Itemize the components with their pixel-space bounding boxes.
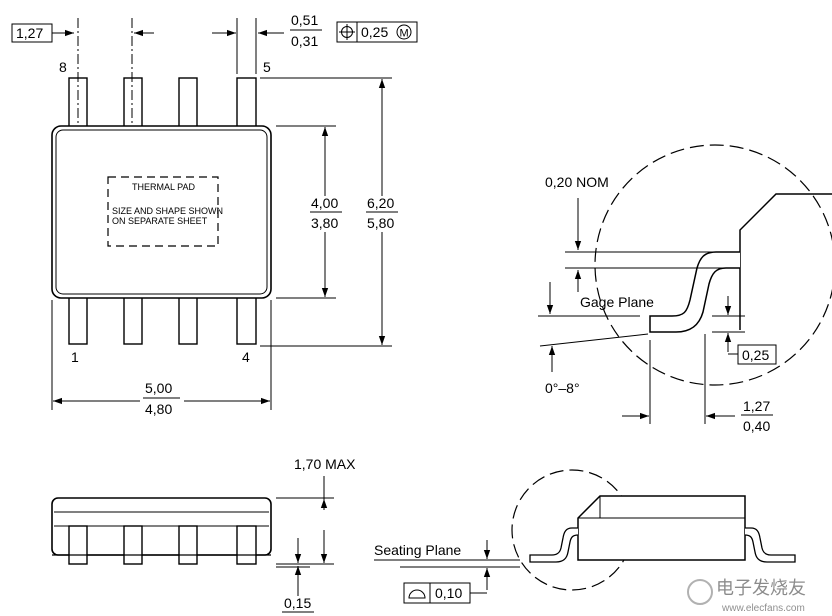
lead-5 <box>236 77 257 129</box>
lead-1 <box>68 296 88 345</box>
body-width-min: 3,80 <box>311 215 338 231</box>
pin-5-label: 5 <box>263 59 271 75</box>
detail-body <box>739 193 832 330</box>
detail-view: 0,20 NOM Gage Plane 0°–8° 0,25 1,27 0,40 <box>538 144 832 434</box>
foot-length-max: 1,27 <box>743 398 770 414</box>
package-body-outline <box>51 125 272 299</box>
lead-width-min: 0,31 <box>291 33 318 49</box>
thermal-pad-outline <box>107 176 219 247</box>
body-length-min: 4,80 <box>145 401 172 417</box>
pin-1-label: 1 <box>71 349 79 365</box>
side-view: 1,70 MAX 0,15 Seating Plane 0,10 <box>51 456 796 613</box>
watermark-logo-icon <box>687 579 713 605</box>
top-view: 1,27 0,51 0,31 0,25 M 8 5 1 4 <box>11 12 418 417</box>
gage-height-value: 0,25 <box>742 347 769 363</box>
lead-3 <box>178 296 198 345</box>
side-lead-2 <box>123 525 143 565</box>
detail-lead <box>649 251 740 333</box>
side-detail-left-lead <box>529 527 579 563</box>
side-lead-1 <box>68 525 88 565</box>
standoff-value: 0,15 <box>284 595 311 611</box>
body-length-max: 5,00 <box>145 380 172 396</box>
pin-8-label: 8 <box>59 59 67 75</box>
position-tolerance-value: 0,25 <box>361 24 388 40</box>
side-detail-right-lead <box>744 527 796 563</box>
lead-thickness-label: 0,20 NOM <box>545 174 609 190</box>
pin-4-label: 4 <box>242 349 250 365</box>
lead-width-max: 0,51 <box>291 12 318 28</box>
angle-label: 0°–8° <box>545 380 580 396</box>
lead-2 <box>123 296 143 345</box>
thermal-pad-title: THERMAL PAD <box>132 182 196 192</box>
body-width-max: 4,00 <box>311 195 338 211</box>
thermal-pad-line1: SIZE AND SHAPE SHOWN <box>112 206 223 216</box>
watermark-text-cn: 电子发烧友 <box>716 578 806 599</box>
overall-width-max: 6,20 <box>367 195 394 211</box>
thermal-pad-line2: ON SEPARATE SHEET <box>112 216 208 226</box>
watermark-url: www.elecfans.com <box>721 603 805 614</box>
seating-plane-label: Seating Plane <box>374 542 461 558</box>
side-lead-3 <box>178 525 198 565</box>
package-body-inner <box>55 129 268 295</box>
mmc-icon <box>396 24 412 40</box>
watermark: 电子发烧友 www.elecfans.com <box>687 578 806 614</box>
coplanarity-value: 0,10 <box>435 585 462 601</box>
side-lead-4 <box>236 525 257 565</box>
position-tolerance-frame <box>336 21 418 43</box>
lead-6 <box>178 77 198 129</box>
pitch-label: 1,27 <box>16 25 43 41</box>
lead-4 <box>236 296 257 345</box>
lead-7 <box>123 77 143 129</box>
profile-icon <box>408 589 426 599</box>
height-max-label: 1,70 MAX <box>294 456 356 472</box>
mmc-letter: M <box>400 28 409 40</box>
foot-length-min: 0,40 <box>743 418 770 434</box>
gage-plane-label: Gage Plane <box>580 294 654 310</box>
detail-circle <box>594 144 832 386</box>
side-detail-body <box>577 495 746 561</box>
overall-width-min: 5,80 <box>367 215 394 231</box>
